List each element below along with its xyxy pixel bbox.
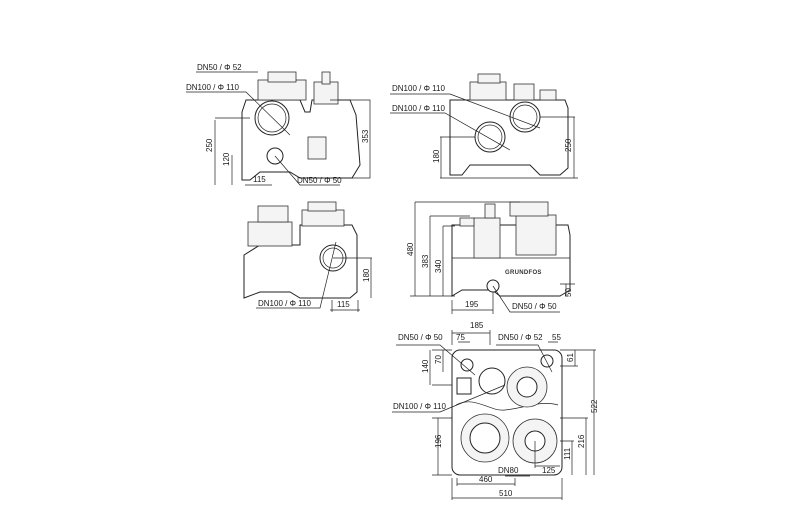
view-side-right: DN100 / Φ 110 DN100 / Φ 110 180 250: [390, 73, 578, 179]
dim-250: 250: [205, 138, 214, 152]
dim-185: 185: [470, 321, 484, 330]
view-front: GRUNDFOS 480 383 340 195 DN50 / Φ 50 50: [406, 201, 575, 314]
dim-180: 180: [432, 149, 441, 163]
dim-61: 61: [566, 353, 575, 362]
dim-353: 353: [361, 129, 370, 143]
dim-111: 111: [563, 447, 572, 460]
label-dn80: DN80: [498, 466, 519, 475]
dim-510: 510: [499, 489, 513, 498]
grundfos-logo: GRUNDFOS: [505, 270, 542, 276]
dim-180: 180: [362, 268, 371, 282]
label-dn100-110-upper: DN100 / Φ 110: [392, 84, 445, 93]
dim-460: 460: [479, 475, 493, 484]
view-side-left: DN50 / Φ 52 DN100 / Φ 110 DN50 / Φ 50 25…: [186, 63, 371, 186]
label-dn50-50: DN50 / Φ 50: [297, 176, 342, 185]
dim-140: 140: [421, 359, 430, 373]
dim-216: 216: [577, 434, 586, 448]
dim-522: 522: [590, 399, 599, 413]
dim-125: 125: [542, 466, 556, 475]
view-top: 185 DN50 / Φ 50 75 DN50 / Φ 52 55 70 140…: [392, 321, 599, 500]
label-dn50-52: DN50 / Φ 52: [197, 63, 242, 72]
dim-70: 70: [434, 355, 443, 364]
label-dn100-110: DN100 / Φ 110: [258, 299, 311, 308]
dim-115: 115: [253, 175, 266, 184]
label-dn50-52: DN50 / Φ 52: [498, 333, 543, 342]
label-dn100-110-lower: DN100 / Φ 110: [392, 104, 445, 113]
dim-55: 55: [552, 333, 561, 342]
view-back: DN100 / Φ 110 115 180: [243, 201, 372, 312]
dim-340: 340: [434, 259, 443, 273]
label-dn100-110: DN100 / Φ 110: [393, 402, 446, 411]
dim-196: 196: [434, 434, 443, 448]
dim-250: 250: [564, 138, 573, 152]
dim-115: 115: [337, 300, 350, 309]
dim-75: 75: [456, 333, 465, 342]
dim-195: 195: [465, 300, 479, 309]
label-dn50-50: DN50 / Φ 50: [398, 333, 443, 342]
label-dn100-110: DN100 / Φ 110: [186, 83, 239, 92]
dim-120: 120: [222, 152, 231, 166]
dim-50: 50: [564, 288, 573, 297]
dim-383: 383: [421, 254, 430, 268]
dim-480: 480: [406, 242, 415, 256]
label-dn50-50: DN50 / Φ 50: [512, 302, 557, 311]
